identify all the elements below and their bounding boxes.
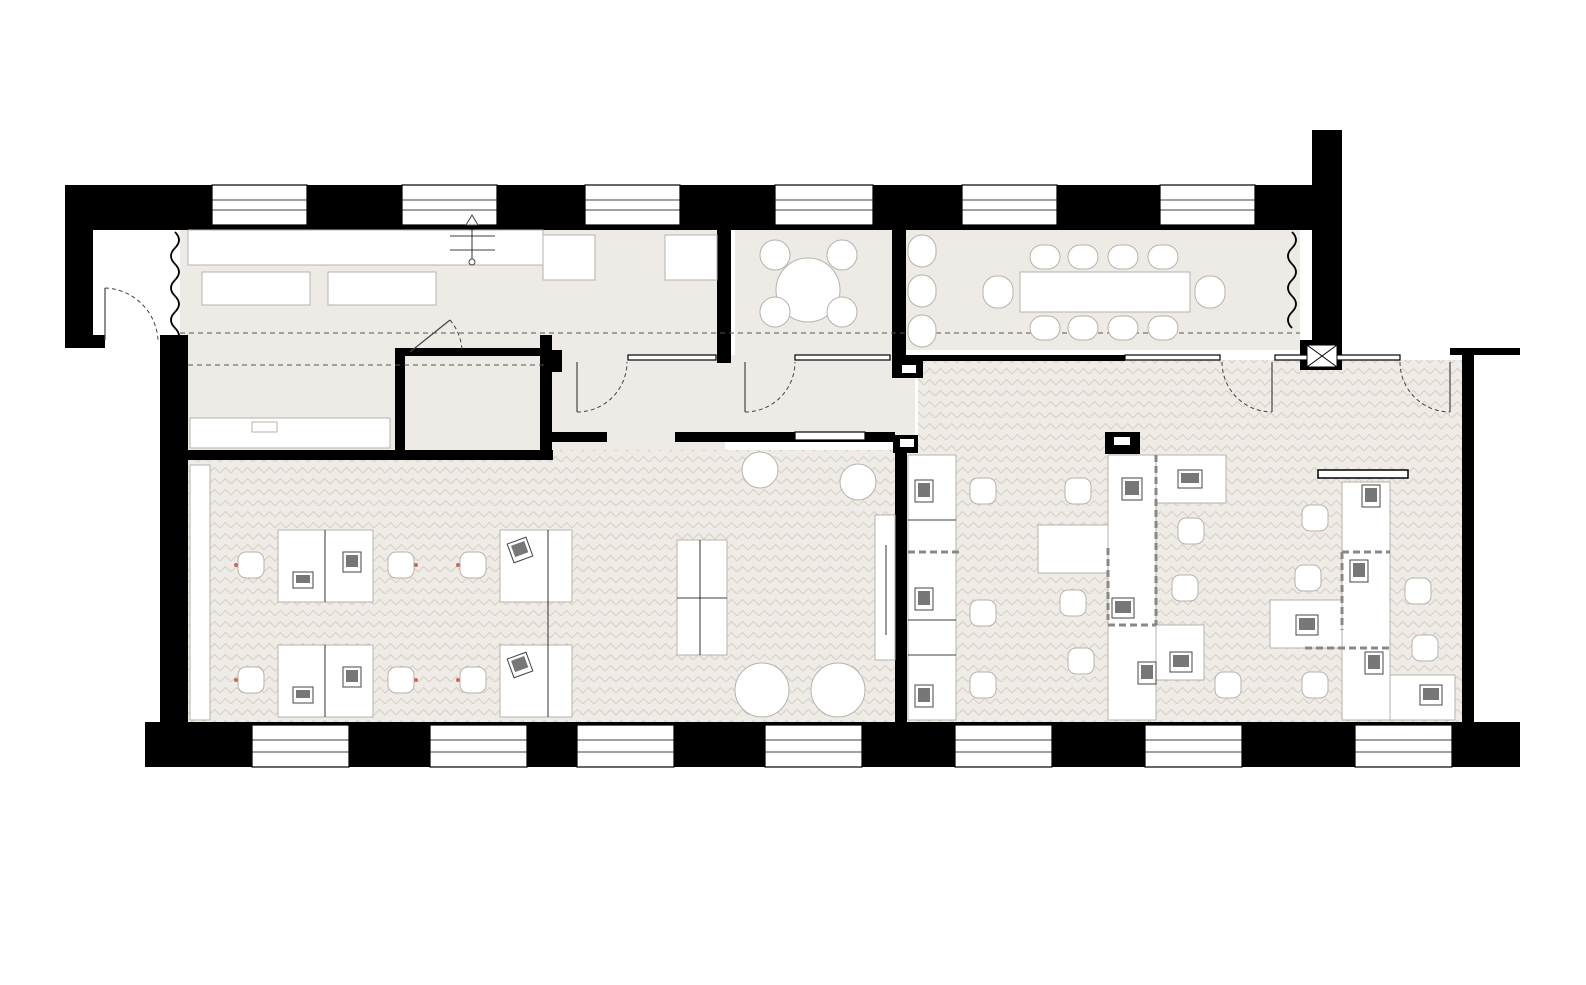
round-table <box>734 662 790 718</box>
shaft <box>900 439 914 447</box>
door-swing-icon <box>104 287 159 341</box>
laptop-icon <box>1364 651 1384 675</box>
laptop-icon <box>1111 597 1135 619</box>
curtain-icon <box>1287 231 1297 329</box>
desk <box>499 644 573 718</box>
shaft <box>1114 437 1130 445</box>
desk <box>499 529 573 603</box>
shaft <box>902 365 916 373</box>
laptop-icon <box>292 686 314 704</box>
counter <box>189 417 391 449</box>
workspace-east <box>907 454 1456 721</box>
curtain-icon <box>170 231 180 345</box>
bench <box>327 271 437 306</box>
door-swing-icon <box>1221 361 1273 413</box>
laptop-icon <box>1121 477 1143 501</box>
round-table <box>810 662 866 718</box>
door-swing-icon <box>744 361 796 413</box>
laptop-icon <box>914 684 934 708</box>
lounge-furniture <box>187 214 718 449</box>
cabinet <box>874 514 896 661</box>
conference-room <box>907 234 1226 348</box>
laptop-icon <box>1419 684 1443 706</box>
door-swing-icon <box>1399 361 1451 413</box>
floor-workspace-east-upper <box>918 360 1463 455</box>
door-swing-icon <box>409 319 463 353</box>
laptop-icon <box>1349 559 1369 583</box>
armchair <box>664 234 718 281</box>
bench <box>201 271 311 306</box>
stair-arrow-icon <box>450 214 495 266</box>
laptop-icon <box>914 479 934 503</box>
workspace-west <box>189 451 896 721</box>
sofa <box>676 539 728 656</box>
laptop-icon <box>1295 614 1319 636</box>
laptop-icon <box>506 536 534 564</box>
wall-panel <box>1317 469 1409 479</box>
floor-corridor <box>545 355 915 435</box>
laptop-icon <box>1137 661 1157 685</box>
conference-table <box>1019 271 1191 313</box>
laptop-icon <box>292 571 314 589</box>
windows-bottom <box>251 724 1453 768</box>
lounge-chair <box>839 463 877 501</box>
laptop-icon <box>1361 484 1381 508</box>
laptop-icon <box>1177 469 1203 489</box>
armchair <box>542 234 596 281</box>
doors <box>104 287 1451 413</box>
laptop-icon <box>914 587 934 611</box>
windows-top <box>211 184 1256 226</box>
door-swing-icon <box>576 361 628 413</box>
round-table <box>775 257 841 323</box>
laptop-icon <box>1169 651 1193 673</box>
lounge-chair <box>741 451 779 489</box>
small-meeting-room <box>759 239 858 328</box>
laptop-icon <box>342 551 362 573</box>
laptop-icon <box>506 651 534 679</box>
shaft-cross-icon <box>1306 344 1338 368</box>
laptop-icon <box>342 666 362 688</box>
